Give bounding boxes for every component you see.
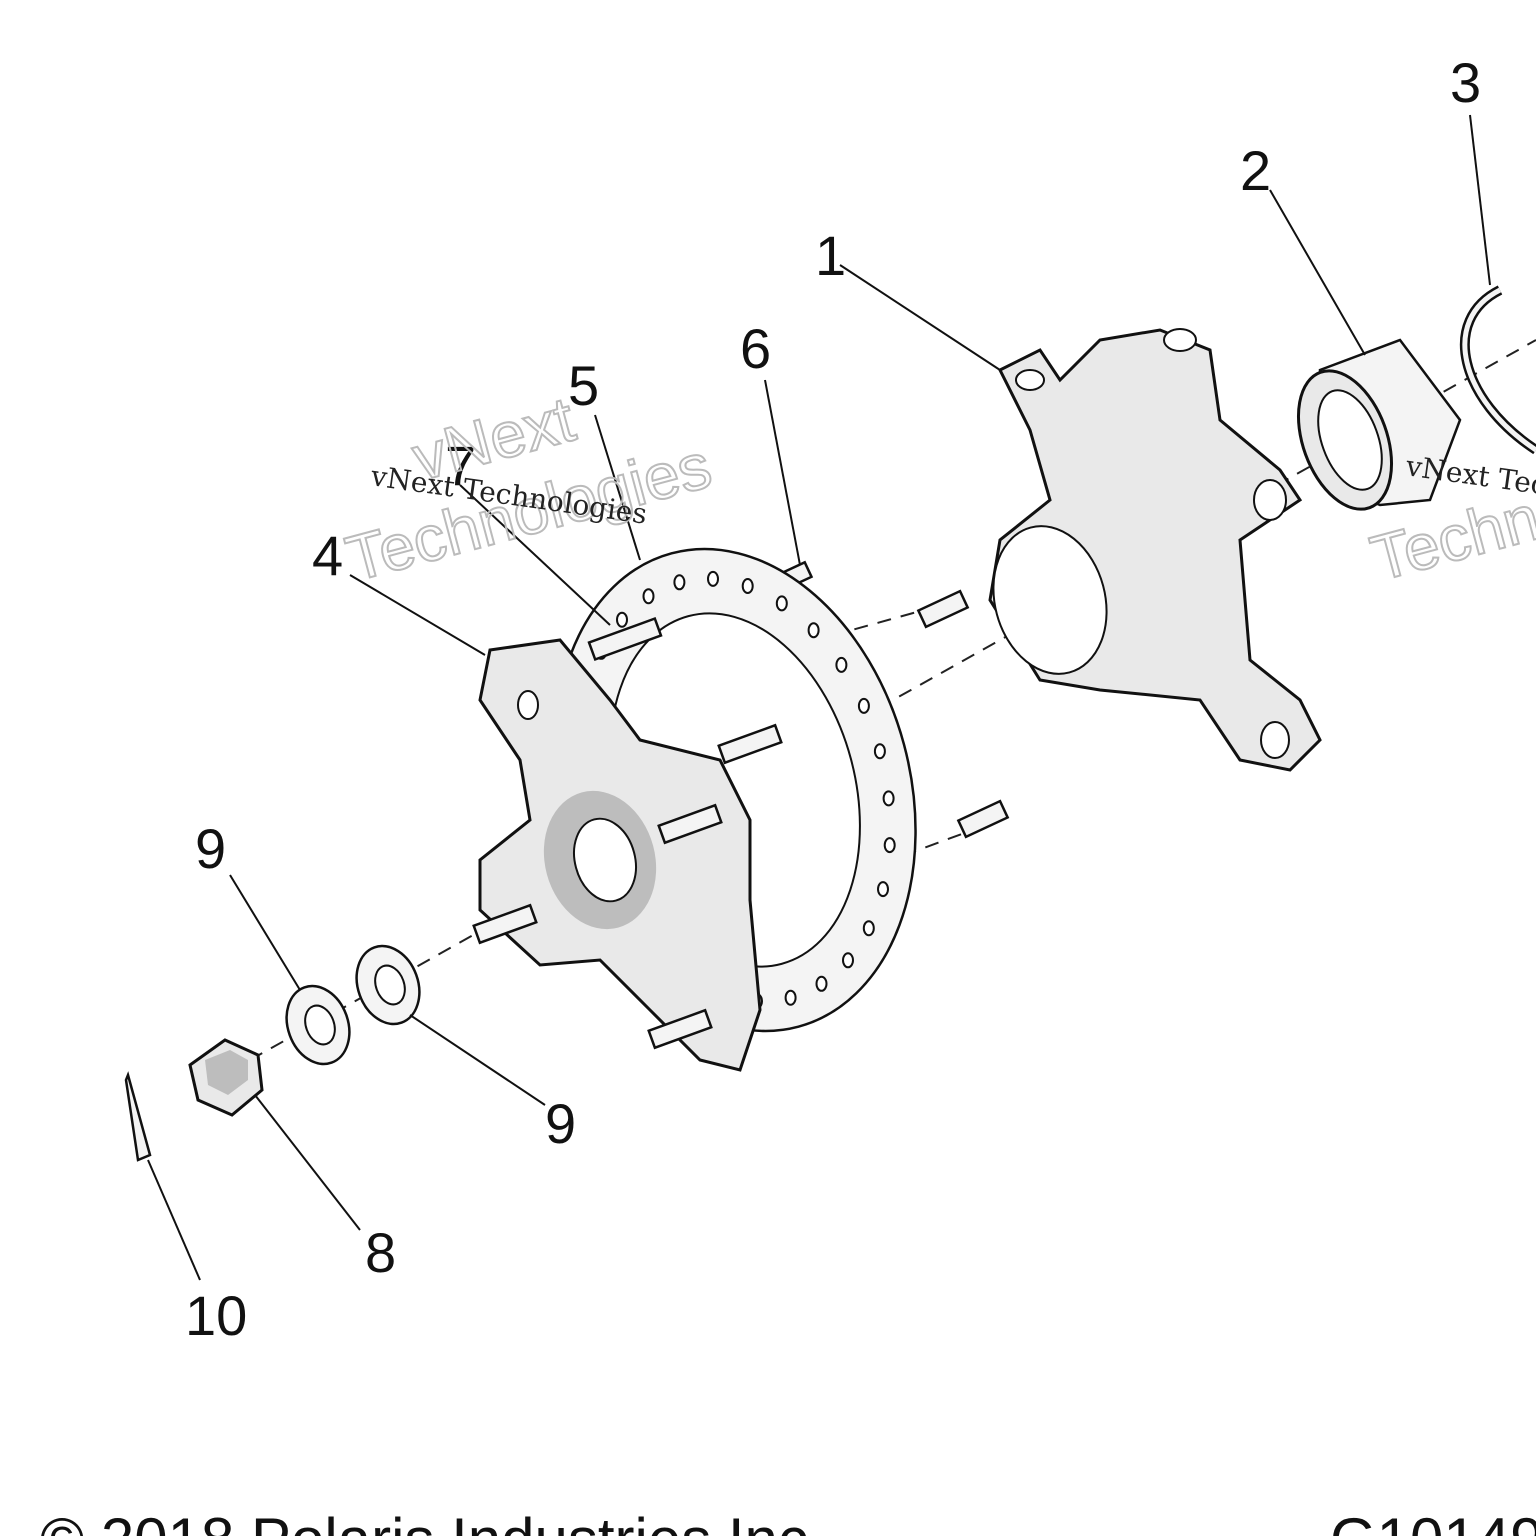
stud-4 [647,1008,713,1050]
callout-4: 4 [312,524,343,587]
copyright-notice: © 2018 Polaris Industries Inc. [40,1506,825,1536]
callout-2: 2 [1240,139,1271,202]
rotor-hole [775,595,788,612]
rotor-hole [842,952,854,969]
rotor-hole [877,881,889,898]
callout-1: 1 [815,224,846,287]
callout-9-upper: 9 [195,817,226,880]
rotor-hole [673,574,686,591]
rotor-hole [862,920,875,937]
steering-knuckle [988,328,1322,772]
bolt-3 [956,799,1010,839]
stud-2 [657,803,723,845]
snap-ring [1459,285,1536,455]
rotor-hole [882,790,895,807]
cotter-pin [124,1071,152,1162]
rotor-hole [873,743,886,760]
callout-8: 8 [365,1221,396,1284]
rotor-hole [807,622,820,639]
rotor-hole [616,611,628,628]
callout-6: 6 [740,317,771,380]
stud-1 [587,616,663,662]
wheel-studs [472,616,783,1050]
rotor-hole [857,697,870,714]
drawing-id: G101493 [1330,1506,1536,1536]
callout-7: 7 [445,434,476,497]
wheel-hub [478,638,762,1072]
callout-labels: 1 2 3 4 5 6 7 8 9 9 10 [185,51,1481,1347]
callout-5: 5 [568,354,599,417]
rotor-hole [784,989,797,1006]
rotor-hole [883,837,896,854]
rotor-hole [707,570,719,587]
callout-3: 3 [1450,51,1481,114]
leader-lines [147,114,1491,1281]
washer-2 [285,984,351,1066]
stud-5 [717,723,783,765]
stud-3 [472,903,538,945]
callout-10: 10 [185,1284,247,1347]
callout-9-lower: 9 [545,1092,576,1155]
wheel-bearing [1296,338,1462,511]
washer-1 [355,944,421,1026]
rotor-hole [815,975,828,992]
bolt-2 [916,589,970,629]
rotor-hole [741,578,754,594]
rotor-hole [835,656,848,673]
castle-nut [188,1038,264,1117]
rotor-hole [642,588,655,605]
